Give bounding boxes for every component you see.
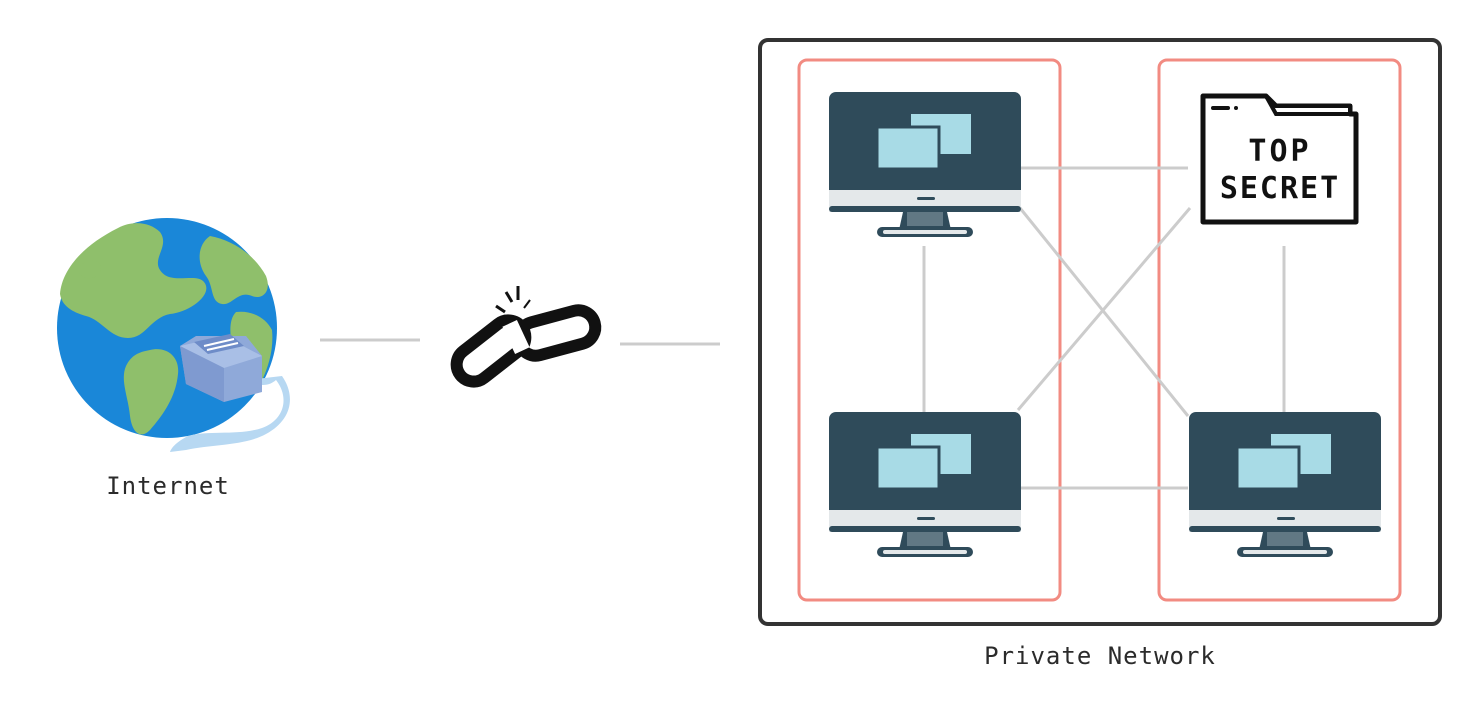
folder-text-line2: SECRET (1220, 171, 1340, 206)
internet-label: Internet (106, 472, 230, 500)
private-network-label: Private Network (984, 642, 1216, 670)
private-network-boundary (758, 38, 1442, 626)
computer-icon (827, 410, 1023, 559)
connection-line (1018, 207, 1190, 417)
segment-left-boundary (797, 58, 1062, 602)
folder-text-line1: TOP (1248, 134, 1311, 169)
top-secret-folder-icon: TOP SECRET (1200, 93, 1359, 225)
network-connections (922, 166, 1286, 490)
computer-icon (1187, 410, 1383, 559)
connection-line (1016, 207, 1192, 411)
globe-icon (57, 218, 290, 452)
computer-icon (827, 90, 1023, 239)
broken-link-icon (450, 286, 602, 388)
segment-right-boundary (1157, 58, 1402, 602)
